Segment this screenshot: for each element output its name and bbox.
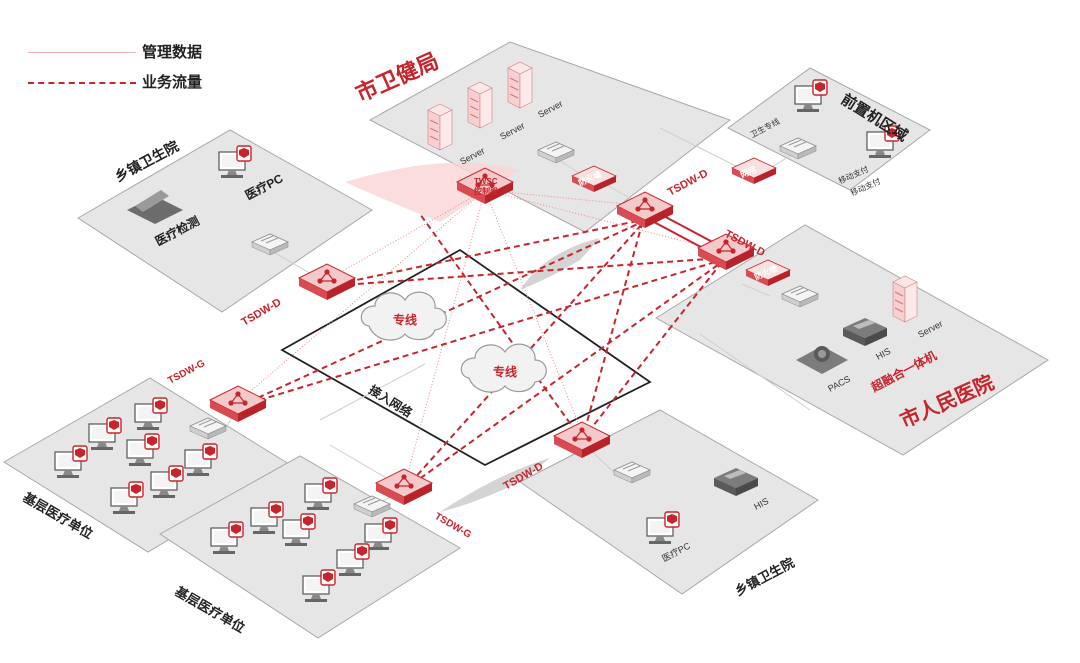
cloud-label-2: 专线	[493, 364, 517, 379]
server-1	[427, 103, 453, 151]
zone-title-township-hospital-bottom: 乡镇卫生院	[732, 555, 796, 599]
panel-township-hospital-bottom	[519, 409, 819, 595]
panel-front-zone	[727, 67, 931, 191]
zone-title-primary-unit-bottom: 基层医疗单位	[172, 583, 248, 635]
controller-label: 控制器	[474, 186, 499, 196]
tsdw-g-left	[209, 385, 267, 423]
tsdw-g-label-left: TSDW-G	[166, 358, 207, 387]
hospital-divider	[699, 333, 811, 411]
cloud-label-1: 专线	[393, 312, 417, 327]
pacs-device	[796, 346, 848, 374]
shadow-flow-bottom	[440, 458, 550, 512]
server-hospital	[892, 275, 918, 323]
panel-access-network	[280, 248, 652, 467]
server-3	[507, 61, 533, 109]
legend-dashed-line	[28, 82, 136, 84]
cloud-dedicated-line-2: 专线	[460, 343, 547, 393]
tsdw-d-label-bureau: TSDW-D	[666, 167, 710, 198]
medical-detection-device	[127, 190, 183, 224]
panel-primary-unit-bottom	[159, 455, 461, 639]
legend-solid-line	[28, 52, 136, 53]
tsdw-d-label-township-top: TSDW-D	[240, 296, 284, 328]
legend-label-business-traffic: 业务流量	[142, 74, 203, 91]
server-2	[467, 81, 493, 129]
twsc-label: TWSC	[474, 177, 498, 186]
cloud-dedicated-line-1: 专线	[360, 291, 447, 341]
controller-management-lines	[237, 189, 727, 488]
panel-city-health-bureau	[368, 41, 732, 233]
legend-label-management-data: 管理数据	[142, 44, 203, 61]
panel-township-hospital-top	[77, 129, 373, 313]
